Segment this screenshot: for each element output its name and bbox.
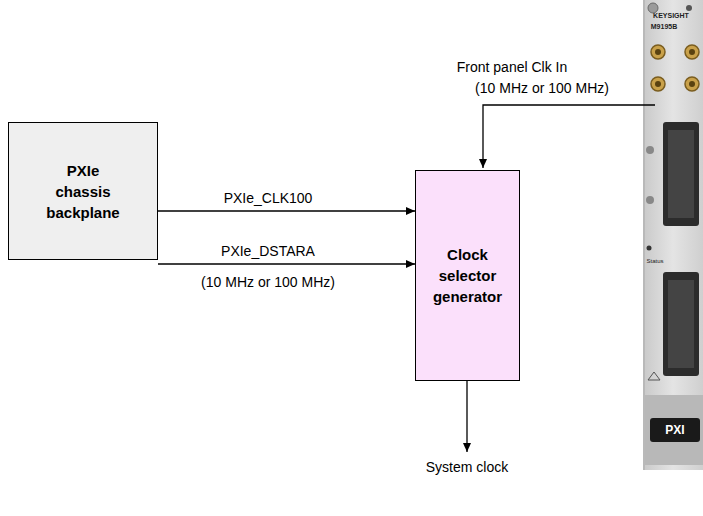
signal-name: PXIe_CLK100	[224, 190, 313, 207]
signal-arrow	[158, 263, 415, 264]
backplane-box: PXIe chassis backplane	[8, 122, 158, 260]
input-label: Front panel Clk In	[457, 59, 568, 76]
frequency-note: (10 MHz or 100 MHz)	[201, 274, 335, 291]
clock-selector-box: Clock selector generator	[415, 170, 520, 381]
logo-text: PXI	[665, 423, 684, 437]
signal-name: PXIe_DSTARA	[221, 243, 315, 260]
box-label: Clock selector generator	[427, 244, 509, 307]
status-text: Status	[646, 258, 663, 265]
brand-text: KEYSIGHT	[653, 12, 689, 20]
box-label: PXIe chassis backplane	[41, 160, 125, 223]
module-photo	[643, 0, 703, 470]
model-text: M9195B	[651, 23, 677, 31]
output-label: System clock	[426, 459, 508, 476]
clock-wire	[483, 105, 655, 168]
frequency-note: (10 MHz or 100 MHz)	[475, 80, 609, 97]
signal-arrow	[158, 210, 415, 211]
output-arrow	[466, 381, 467, 452]
